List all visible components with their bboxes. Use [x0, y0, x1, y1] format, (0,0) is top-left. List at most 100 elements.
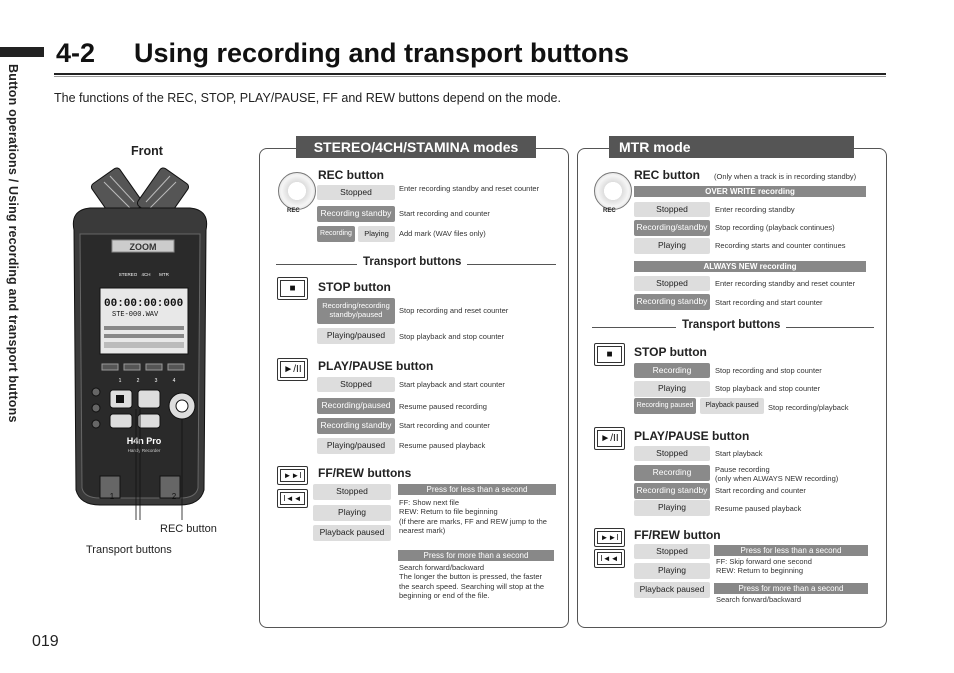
play-pause-button-icon-frame: ►/II [277, 358, 308, 381]
ff-short-line: REW: Return to file beginning [399, 507, 498, 517]
state-description: Start playback [715, 449, 763, 458]
state-pill: Recording [634, 363, 710, 378]
rec-button-callout: REC button [160, 523, 217, 535]
state-pill: Recording paused [634, 398, 696, 414]
ff-short-line: (If there are marks, FF and REW jump to … [399, 516, 547, 526]
state-pill: Recording standby [317, 418, 395, 434]
mtr-ff-long-description: Search forward/backward [716, 595, 802, 604]
ff-button-icon-frame: ►►I [594, 528, 625, 547]
state-pill: Recording [634, 465, 710, 481]
state-pill: Stopped [317, 185, 395, 200]
rec-icon-label: REC [603, 208, 616, 214]
state-description: Enter recording standby [715, 205, 795, 214]
state-description: Start recording and counter [399, 421, 490, 430]
stereo-ff-title: FF/REW buttons [318, 466, 412, 480]
state-pill: Recording standby [634, 483, 710, 499]
state-pill: Stopped [634, 544, 710, 559]
brand-plate [111, 239, 175, 253]
rewind-icon: I◄◄ [280, 492, 305, 505]
ff-key [137, 413, 161, 429]
transport-section-label: Transport buttons [676, 319, 787, 331]
stereo-stop-title: STOP button [318, 280, 391, 294]
stop-icon: ■ [280, 280, 305, 297]
track-num-2: 2 [137, 378, 140, 384]
state-pill: Recording/recording standby/paused [317, 298, 395, 324]
rewind-icon: I◄◄ [597, 552, 622, 565]
mode-label-stereo: STEREO [119, 272, 138, 277]
state-pill: Stopped [634, 446, 710, 461]
ff-long-line: beginning or end of the file. [399, 591, 490, 601]
rec-icon-label: REC [287, 208, 300, 214]
state-pill: Recording/standby [634, 220, 710, 236]
state-pill: Playback paused [700, 398, 764, 414]
play-pause-icon: ►/II [280, 361, 305, 378]
state-pill: Recording standby [317, 206, 395, 222]
state-pill: Stopped [634, 202, 710, 217]
transport-buttons-callout: Transport buttons [86, 544, 172, 556]
lcd-time: 00:00:00:000 [104, 298, 183, 310]
state-description: Enter recording standby and reset counte… [715, 279, 856, 288]
state-description: Start playback and start counter [399, 380, 505, 389]
stop-button-icon-frame: ■ [594, 343, 625, 366]
state-pill: Stopped [317, 377, 395, 392]
rec-button-icon [278, 172, 316, 210]
state-description: Resume paused recording [399, 402, 487, 411]
mode-label-mtr: MTR [159, 272, 169, 277]
rec-button-icon [594, 172, 632, 210]
input-label-1: 1 [110, 492, 115, 501]
state-description: Add mark (WAV files only) [399, 229, 486, 238]
model-subtitle: Handy Recorder [128, 448, 161, 453]
state-pill: Playing [634, 500, 710, 516]
track-buttons [101, 363, 185, 371]
mtr-ff-title: FF/REW button [634, 528, 721, 542]
ff-long-line: The longer the button is pressed, the fa… [399, 572, 543, 582]
fast-forward-icon: ►►I [280, 469, 305, 482]
intro-text: The functions of the REC, STOP, PLAY/PAU… [54, 91, 561, 105]
state-pill: Stopped [313, 484, 391, 500]
play-pause-button-icon-frame: ►/II [594, 427, 625, 450]
ff-short-description: FF: Show next file REW: Return to file b… [399, 498, 547, 536]
press-long-bar: Press for more than a second [714, 583, 868, 594]
always-new-bar: ALWAYS NEW recording [634, 261, 866, 272]
sidebar-tab-marker [0, 47, 44, 57]
rew-button-icon-frame: I◄◄ [594, 549, 625, 568]
ff-short-line: REW: Return to beginning [716, 566, 803, 576]
state-pill: Recording standby [634, 294, 710, 310]
section-number: 4-2 [56, 38, 96, 68]
ff-long-description: Search forward/backward The longer the b… [399, 563, 544, 601]
section-title: Using recording and transport buttons [134, 38, 630, 68]
sidebar-chapter-label: Button operations / Using recording and … [6, 64, 20, 423]
state-pill: Playing [634, 238, 710, 254]
state-pill: Recording [317, 226, 355, 242]
state-description: Start recording and start counter [715, 298, 823, 307]
state-description: Stop playback and stop counter [399, 332, 505, 341]
title-rule-thin [54, 76, 886, 77]
state-pill: Playback paused [634, 582, 710, 598]
title-rule [54, 73, 886, 75]
state-description: Resume paused playback [399, 441, 486, 450]
track-num-1: 1 [119, 378, 122, 384]
track-num-4: 4 [173, 378, 176, 384]
state-description: Start recording and counter [715, 486, 806, 495]
mtr-stop-title: STOP button [634, 345, 707, 359]
state-pill: Playing [634, 381, 710, 397]
ff-button-icon-frame: ►►I [277, 466, 308, 485]
input-label-2: 2 [172, 492, 177, 501]
stop-button-icon-frame: ■ [277, 277, 308, 300]
state-pill: Stopped [634, 276, 710, 291]
state-description: Stop recording and reset counter [399, 306, 509, 315]
stereo-play-title: PLAY/PAUSE button [318, 359, 434, 373]
play-key [137, 389, 161, 409]
rew-key [109, 413, 133, 429]
mtr-rec-note: (Only when a track is in recording stand… [714, 172, 857, 181]
stop-icon: ■ [597, 346, 622, 363]
state-pill: Playing [313, 505, 391, 521]
play-pause-icon: ►/II [597, 430, 622, 447]
rew-button-icon-frame: I◄◄ [277, 489, 308, 508]
state-description: Stop playback and stop counter [715, 384, 821, 393]
mtr-ff-short-description: FF: Skip forward one second REW: Return … [716, 557, 812, 576]
mtr-rec-title: REC button [634, 168, 700, 182]
ff-short-line: FF: Show next file [399, 498, 460, 507]
overwrite-bar: OVER WRITE recording [634, 186, 866, 197]
page-title: 4-2 Using recording and transport buttons [56, 38, 629, 69]
